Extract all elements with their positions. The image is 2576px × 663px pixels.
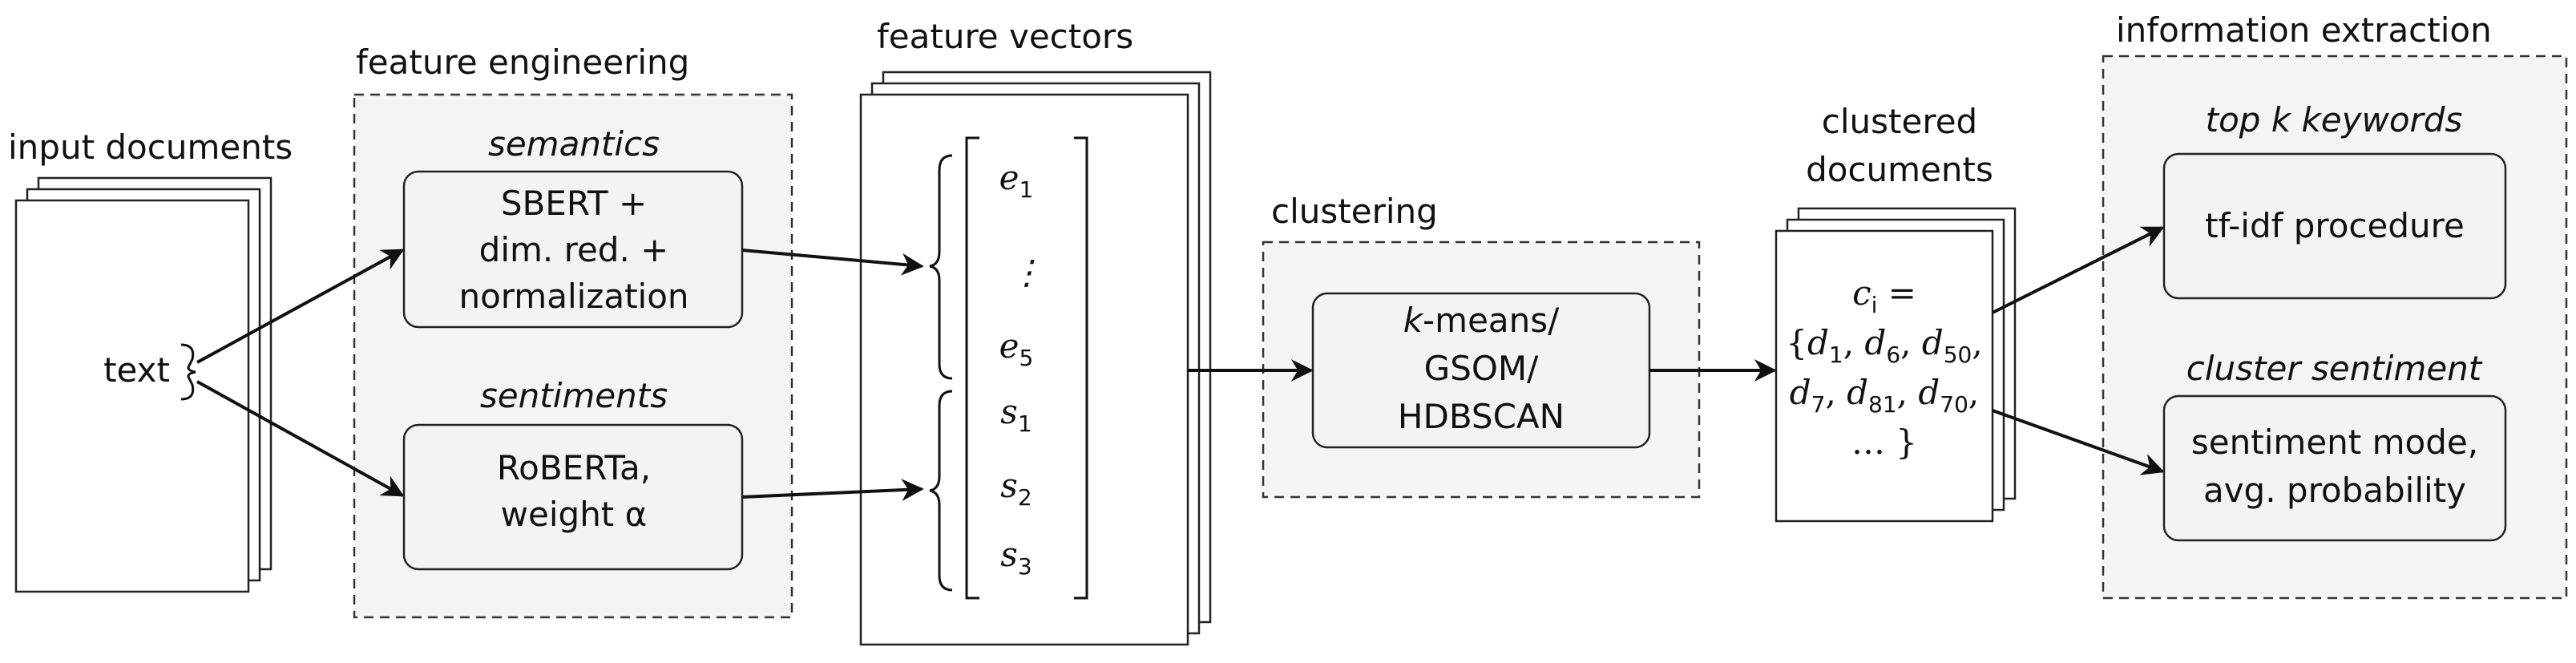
- svg-text:s3: s3: [1000, 535, 1032, 580]
- keywords-heading: top k keywords: [2206, 100, 2463, 139]
- semantics-line: SBERT +: [501, 184, 647, 223]
- cluster-sentiment-heading: cluster sentiment: [2186, 349, 2483, 388]
- feature-engineering: feature engineering semantics SBERT + di…: [353, 42, 793, 619]
- clustered-title-line: clustered: [1822, 102, 1977, 141]
- sentiments-heading: sentiments: [480, 376, 668, 415]
- feature-vectors: feature vectors e1 ⋮ e5 s1 s2 s3: [859, 17, 1212, 646]
- clustering-algo-line: GSOM/: [1424, 349, 1540, 388]
- svg-text:e5: e5: [999, 326, 1034, 371]
- sentiment-brace: [929, 390, 953, 592]
- sentiments-line: RoBERTa,: [497, 448, 651, 487]
- semantics-heading: semantics: [488, 124, 660, 164]
- vector-left-bracket: [965, 136, 979, 600]
- svg-text:⋮: ⋮: [1010, 253, 1044, 292]
- sentiment-summary-line: sentiment mode,: [2191, 422, 2478, 462]
- svg-text:e1: e1: [999, 158, 1034, 203]
- clustering-title: clustering: [1271, 192, 1438, 231]
- clustering: clustering k-means/ GSOM/ HDBSCAN: [1262, 192, 1701, 499]
- arrow-clustered-to-sentiment: [1992, 409, 2165, 475]
- connectors: [196, 226, 2165, 502]
- cluster-page-front: [1775, 229, 1994, 523]
- sentiments-line: weight α: [501, 495, 648, 534]
- information-extraction: information extraction top k keywords tf…: [2102, 10, 2568, 600]
- cluster-members-line: d7, d81, d70,: [1790, 373, 1980, 418]
- semantics-line: normalization: [458, 277, 688, 316]
- cluster-members-line: {d1, d6, d50,: [1786, 323, 1982, 368]
- feature-engineering-title: feature engineering: [356, 42, 689, 82]
- clustered-title-line: documents: [1806, 150, 1993, 189]
- svg-text:s2: s2: [1000, 466, 1032, 511]
- vector-entry: s1: [1000, 392, 1032, 437]
- vector-entry: s3: [1000, 535, 1032, 580]
- cluster-members-line: … }: [1851, 422, 1917, 462]
- svg-text:s1: s1: [1000, 392, 1032, 437]
- tfidf-box: [2162, 152, 2507, 300]
- input-documents-title: input documents: [8, 127, 293, 167]
- clustering-algo-line: k-means/: [1403, 301, 1560, 340]
- arrow-text-to-sentiments: [196, 380, 405, 497]
- arrow-clustered-to-tfidf: [1992, 226, 2165, 314]
- semantic-brace: [929, 154, 953, 380]
- sentiment-summary-box: [2162, 394, 2507, 542]
- semantics-line: dim. red. +: [479, 230, 669, 269]
- vector-page-front: [859, 93, 1189, 646]
- doc-page-front: [14, 199, 250, 593]
- input-documents: input documents text: [8, 127, 293, 593]
- vector-entry: e5: [999, 326, 1034, 371]
- input-brace: [180, 343, 196, 401]
- tfidf-label: tf-idf procedure: [2205, 206, 2465, 245]
- cluster-label: ci =: [1852, 273, 1916, 318]
- arrow-semantics-to-vector: [741, 249, 924, 276]
- arrow-text-to-semantics: [196, 249, 405, 364]
- input-text-label: text: [103, 350, 170, 390]
- arrow-sentiments-to-vector: [741, 479, 924, 502]
- feature-vectors-title: feature vectors: [877, 17, 1133, 56]
- vector-entry: s2: [1000, 466, 1032, 511]
- clustered-documents: clustered documents ci = {d1, d6, d50, d…: [1775, 102, 2017, 523]
- vector-right-bracket: [1074, 136, 1088, 600]
- clustering-algo-line: HDBSCAN: [1398, 397, 1565, 436]
- sentiment-summary-line: avg. probability: [2203, 471, 2466, 510]
- information-extraction-title: information extraction: [2116, 10, 2492, 50]
- vector-entry: e1: [999, 158, 1034, 203]
- vector-entry: ⋮: [1010, 253, 1044, 292]
